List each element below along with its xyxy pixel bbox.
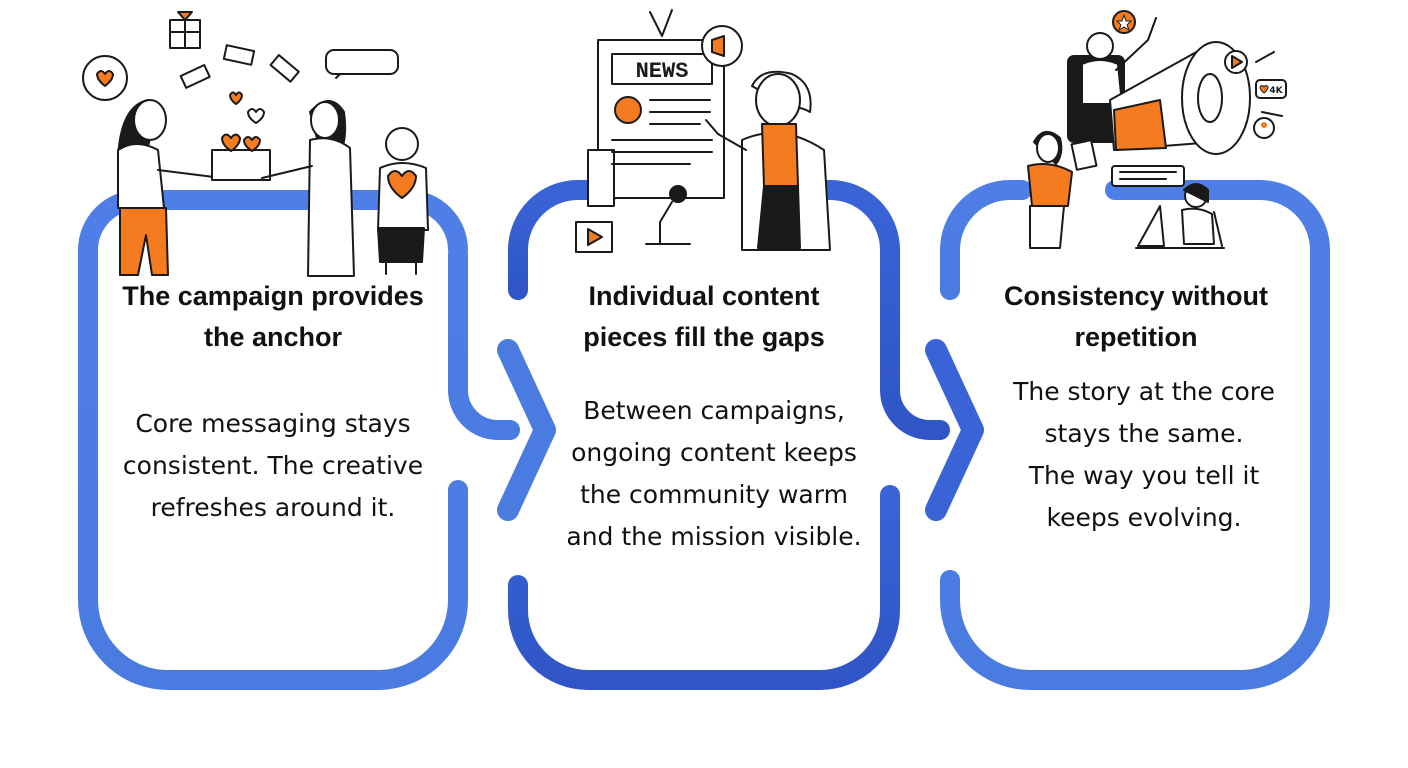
step-1-description: Core messaging stays consistent. The cre…	[122, 409, 424, 522]
news-sign: NEWS	[636, 59, 689, 84]
step-3-frame	[940, 180, 1330, 690]
step-2-description: Between campaigns, ongoing content keeps…	[566, 396, 862, 551]
step-3-title: Consistency without repetition	[1003, 281, 1268, 352]
news-presenter-icon: NEWS	[575, 9, 831, 253]
megaphone-social-icon: 4K	[1027, 10, 1287, 249]
step-2-frame	[508, 180, 950, 690]
badge-4k-label: 4K	[1269, 86, 1283, 96]
arrow-1-icon	[497, 339, 556, 521]
step-3-description: The story at the core stays the same. Th…	[1013, 377, 1275, 532]
donation-people-icon	[82, 11, 429, 277]
arrow-2-icon	[925, 339, 984, 521]
step-2-title: Individual content pieces fill the gaps	[583, 281, 825, 352]
step-1-title: The campaign provides the anchor	[122, 281, 424, 352]
